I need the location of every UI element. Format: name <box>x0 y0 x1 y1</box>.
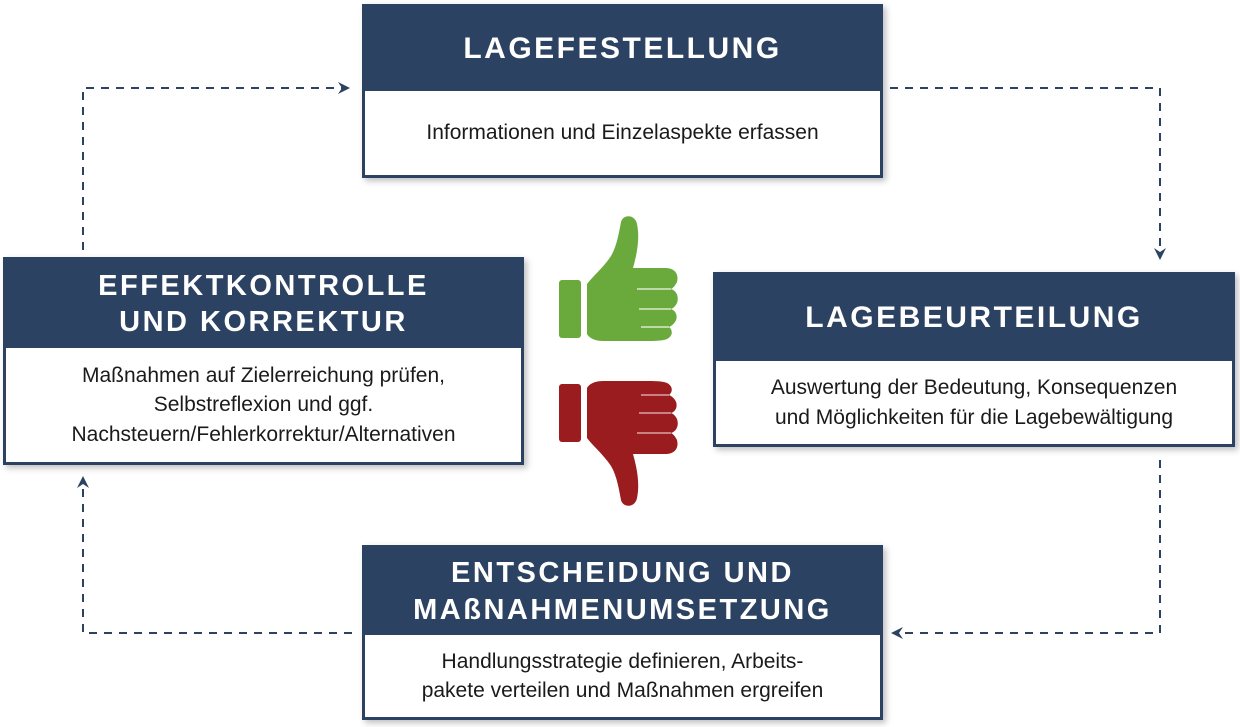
lagebeurteilung-description-line: und Möglichkeiten für die Lagebewältigun… <box>774 405 1174 429</box>
effektkontrolle-title: EFFEKTKONTROLLE UND KORREKTUR <box>6 260 521 348</box>
lagefeststellung-description: Informationen und Einzelaspekte erfassen <box>365 91 880 175</box>
thumbs-down-icon <box>559 381 678 506</box>
effektkontrolle-description: Maßnahmen auf Zielerreichung prüfen, Sel… <box>6 348 521 462</box>
entscheidung-title-line: MAßNAHMENUMSETZUNG <box>413 593 832 626</box>
thumbs-up-icon <box>559 216 678 341</box>
entscheidung-description-line: Handlungsstrategie definieren, Arbeits- <box>441 649 804 673</box>
lagebeurteilung-description: Auswertung der Bedeutung, Konsequenzen u… <box>716 361 1232 444</box>
lagebeurteilung-title-line: LAGEBEURTEILUNG <box>805 301 1143 335</box>
arrow-lagefeststellung-to-lagebeurteilung <box>890 87 1166 260</box>
lagebeurteilung-description-line: Auswertung der Bedeutung, Konsequenzen <box>770 376 1178 400</box>
arrow-effektkontrolle-to-lagefeststellung <box>82 82 350 250</box>
entscheidung-title-line: ENTSCHEIDUNG UND <box>451 557 794 590</box>
entscheidung-title: ENTSCHEIDUNG UND MAßNAHMENUMSETZUNG <box>365 548 880 635</box>
lagefeststellung-title-line: LAGEFESTELLUNG <box>463 32 782 66</box>
lagefeststellung-box: LAGEFESTELLUNG Informationen und Einzela… <box>362 4 883 178</box>
lagebeurteilung-box: LAGEBEURTEILUNG Auswertung der Bedeutung… <box>713 272 1235 447</box>
effektkontrolle-title-line: UND KORREKTUR <box>119 306 408 338</box>
entscheidung-description-line: pakete verteilen und Maßnahmen ergreifen <box>421 679 824 702</box>
entscheidung-description: Handlungsstrategie definieren, Arbeits- … <box>365 635 880 717</box>
effektkontrolle-description-line: Maßnahmen auf Zielerreichung prüfen, <box>81 363 445 387</box>
arrow-lagebeurteilung-to-entscheidung <box>891 460 1161 639</box>
entscheidung-box: ENTSCHEIDUNG UND MAßNAHMENUMSETZUNG Hand… <box>362 545 883 720</box>
effektkontrolle-description-line: Selbstreflexion und ggf. <box>153 393 374 417</box>
effektkontrolle-box: EFFEKTKONTROLLE UND KORREKTUR Maßnahmen … <box>3 257 524 465</box>
effektkontrolle-description-line: Nachsteuern/Fehlerkorrektur/Alternativen <box>71 422 456 446</box>
lagebeurteilung-title: LAGEBEURTEILUNG <box>716 275 1232 361</box>
lagefeststellung-title: LAGEFESTELLUNG <box>365 7 880 91</box>
arrow-entscheidung-to-effektkontrolle <box>77 476 352 634</box>
effektkontrolle-title-line: EFFEKTKONTROLLE <box>98 269 429 302</box>
lagefeststellung-description-line: Informationen und Einzelaspekte erfassen <box>426 121 819 145</box>
